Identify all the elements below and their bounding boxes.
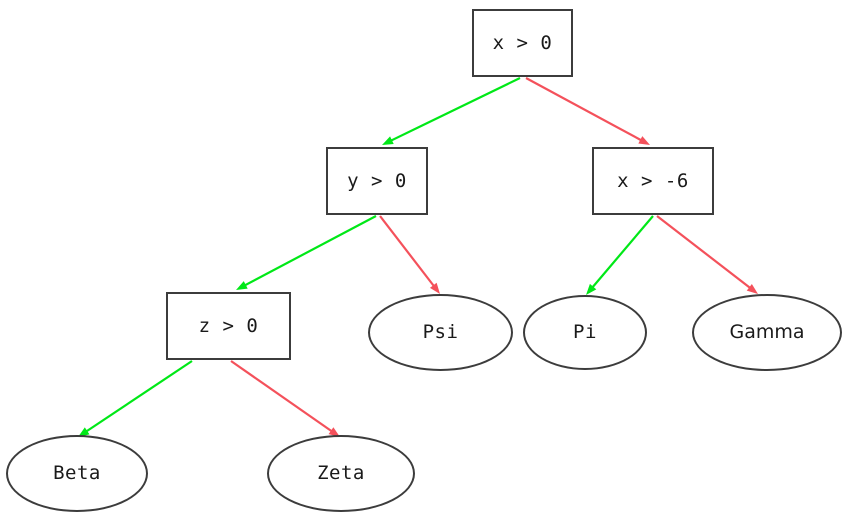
tree-node-label: Psi [422,321,459,343]
edge-line [590,215,654,289]
tree-node-x_neg6_cond[interactable]: x > -6 [592,147,714,215]
tree-node-beta[interactable]: Beta [6,435,148,512]
edge-arrowhead [429,282,440,294]
tree-node-psi[interactable]: Psi [368,294,513,371]
tree-node-zeta[interactable]: Zeta [267,435,415,512]
edge-arrowhead [382,136,394,145]
edge-line [379,215,436,288]
tree-edge-y_cond-to-psi [379,215,440,294]
tree-node-label: Zeta [317,462,365,484]
edge-line [84,360,193,433]
edge-line [525,77,643,142]
tree-edge-z_cond-to-beta [78,360,193,437]
tree-node-y_cond[interactable]: y > 0 [326,147,428,215]
tree-node-label: Gamma [729,321,805,343]
tree-edge-z_cond-to-zeta [230,360,340,437]
tree-edge-y_cond-to-z_cond [236,215,377,290]
tree-node-gamma[interactable]: Gamma [692,294,842,371]
tree-node-z_cond[interactable]: z > 0 [166,292,291,360]
tree-edge-x_neg6_cond-to-gamma [656,215,758,294]
edge-arrowhead [746,283,758,294]
edge-line [230,360,334,433]
tree-node-label: x > -6 [617,169,689,192]
edge-line [389,77,521,143]
edge-arrowhead [236,281,248,290]
tree-node-root[interactable]: x > 0 [472,9,573,77]
tree-edge-root-to-y_cond [382,77,521,145]
tree-node-label: Beta [53,462,101,484]
tree-node-label: y > 0 [347,169,407,192]
tree-node-label: Pi [573,321,597,343]
edge-line [656,215,752,290]
edge-arrowhead [586,283,597,295]
tree-node-label: z > 0 [198,314,259,337]
edge-line [243,215,377,287]
tree-node-pi[interactable]: Pi [523,295,647,370]
edge-arrowhead [328,427,340,437]
edge-arrowhead [78,427,90,437]
tree-edge-x_neg6_cond-to-pi [586,215,654,295]
edge-arrowhead [638,136,650,145]
tree-node-label: x > 0 [492,31,553,54]
tree-edge-root-to-x_neg6_cond [525,77,650,145]
